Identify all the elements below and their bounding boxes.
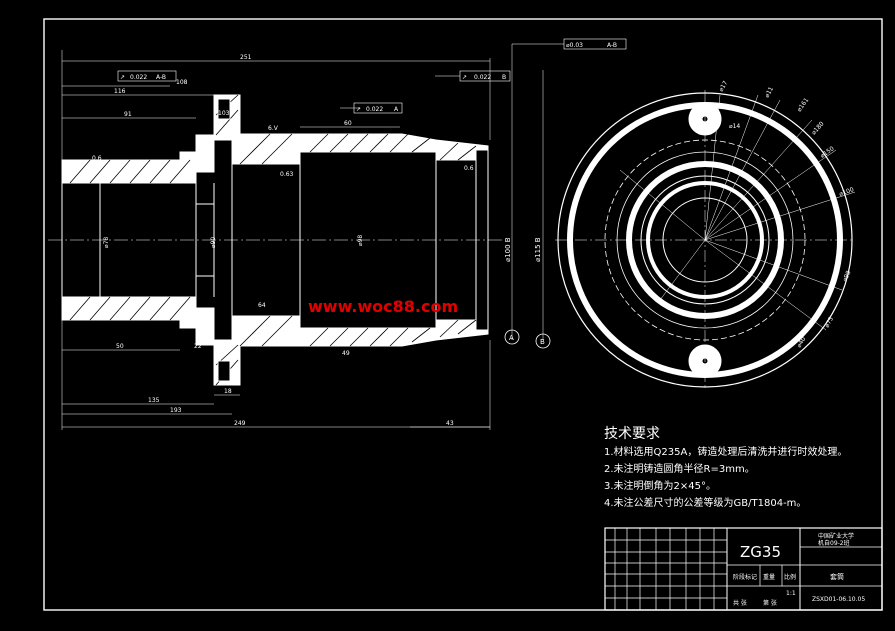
circle-dim-161: ⌀161 (796, 97, 810, 114)
circle-dim-17: ⌀17 (718, 80, 730, 93)
dim-50: 50 (116, 343, 124, 350)
dim-60: 60 (344, 120, 352, 127)
tech-req-title: 技术要求 (604, 426, 660, 442)
datum-a-marker: A (504, 329, 520, 345)
dim-108: 108 (176, 79, 188, 86)
title-block (604, 527, 883, 611)
title-drawing-name: 套筒 (830, 572, 844, 581)
dim-64: 64 (258, 302, 266, 309)
tol-frame-left-symbol: ↗ (120, 74, 125, 81)
tech-req-item-2: 2.未注明铸造圆角半径R=3mm。 (604, 462, 755, 475)
circle-dim-14: ⌀14 (729, 123, 740, 130)
dim-49: 49 (342, 350, 350, 357)
watermark-text: www.woc88.com (308, 297, 458, 316)
dim-6v: 6.V (268, 125, 279, 132)
tol-frame-mid-datum: A (394, 106, 399, 113)
title-stage-label: 阶段标记 (733, 573, 757, 581)
circle-dim-75: ⌀75 (824, 316, 836, 329)
dim-dia-90: ⌀90 (210, 237, 217, 248)
section-dimension-lines (61, 43, 564, 430)
tol-frame-left: ↗ 0.022 A-B (117, 70, 177, 82)
tol-frame-top: ⌀0.03 A-B (563, 38, 627, 50)
tol-frame-right-datum: B (502, 74, 506, 81)
dim-18: 18 (224, 388, 232, 395)
tol-frame-top-text: ⌀0.03 (566, 42, 583, 49)
dim-22: 22 (194, 343, 202, 350)
dim-47: 4.7 (198, 149, 208, 156)
dim-251: 251 (240, 54, 252, 61)
tol-frame-mid: ↗ 0.022 A (353, 102, 403, 114)
section-view (48, 94, 505, 386)
circle-dim-11: ⌀11 (764, 86, 776, 99)
hatch-lines (69, 94, 477, 386)
dim-193: 193 (170, 407, 182, 414)
dim-dia-98: ⌀98 (357, 235, 364, 246)
dim-43: 43 (446, 420, 454, 427)
title-scale-label: 比例 (784, 573, 796, 581)
dim-103: 103 (218, 110, 230, 117)
dim-dia-78: ⌀78 (103, 237, 110, 248)
dim-063: 0.63 (280, 171, 294, 178)
circle-dim-98: ⌀98 (841, 270, 852, 283)
title-drawing-no: ZSXD01-06.10.05 (812, 596, 865, 603)
tol-frame-left-text: 0.022 (130, 74, 147, 81)
title-class: 机自09-2班 (818, 539, 850, 547)
datum-b-label: B (540, 338, 545, 346)
dim-dia-100b: ⌀100 B (504, 237, 512, 262)
datum-a-label: A (509, 334, 514, 342)
circle-dim-100: ⌀100 (838, 186, 855, 198)
circle-dim-150: ⌀150 (819, 145, 836, 159)
dim-249: 249 (234, 420, 246, 427)
tech-requirements: 技术要求 1.材料选用Q235A，铸造处理后清洗并进行时效处理。 2.未注明铸造… (604, 426, 847, 509)
tol-frame-left-datum: A-B (156, 74, 166, 81)
tol-frame-mid-symbol: ↗ (356, 106, 361, 113)
tol-frame-right-symbol: ↗ (462, 74, 467, 81)
title-sheet-no: 第 张 (763, 599, 777, 607)
tech-req-item-4: 4.未注公差尺寸的公差等级为GB/T1804-m。 (604, 496, 806, 509)
tech-req-item-1: 1.材料选用Q235A，铸造处理后清洗并进行时效处理。 (604, 445, 847, 458)
tech-req-item-3: 3.未注明倒角为2×45°。 (604, 479, 716, 492)
dim-135: 135 (148, 397, 160, 404)
circle-dim-40: ⌀40 (796, 336, 808, 349)
dim-116: 116 (114, 88, 126, 95)
dim-dia-115b: ⌀115 B (534, 237, 542, 262)
title-sheets-total: 共 张 (733, 599, 747, 607)
title-school: 中国矿业大学 (818, 532, 854, 540)
tol-frame-mid-text: 0.022 (366, 106, 383, 113)
dim-06b: 0.6 (464, 165, 474, 172)
dim-91: 91 (124, 111, 132, 118)
tol-frame-right-text: 0.022 (474, 74, 491, 81)
sheet-border (43, 18, 883, 611)
title-scale: 1:1 (786, 590, 796, 597)
end-view (555, 90, 856, 390)
dim-06: 0.6 (92, 155, 102, 162)
tol-frame-top-datum: A-B (607, 42, 617, 49)
title-weight-label: 重量 (763, 573, 775, 581)
upper-wall (61, 94, 489, 184)
datum-b-marker: B (535, 333, 551, 349)
tol-frame-right: ↗ 0.022 B (459, 70, 511, 82)
title-part-code: ZG35 (740, 543, 781, 561)
circle-dim-180: ⌀180 (810, 120, 825, 136)
